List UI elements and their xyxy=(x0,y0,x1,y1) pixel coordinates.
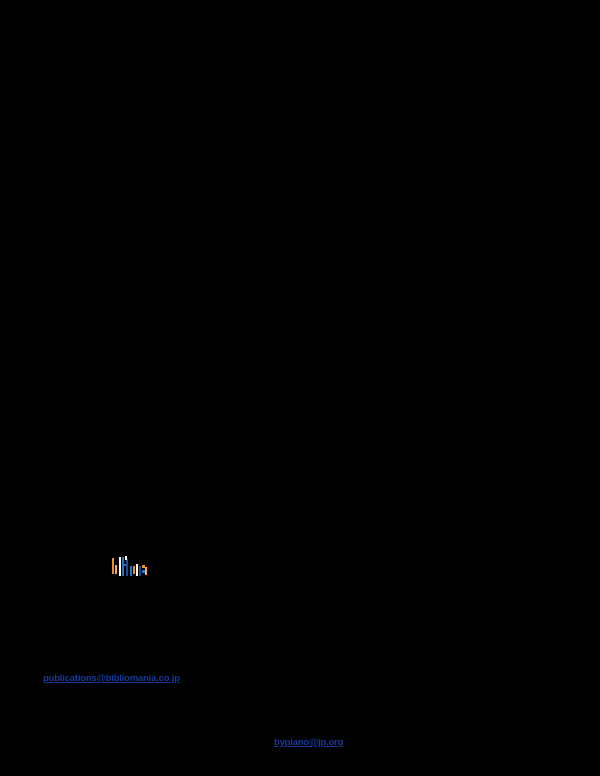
email-link[interactable]: publications@bibliomania.co.jp xyxy=(43,673,180,684)
website-link[interactable]: bypiano@jp.org xyxy=(274,737,344,748)
logo-mark-icon xyxy=(111,556,151,582)
